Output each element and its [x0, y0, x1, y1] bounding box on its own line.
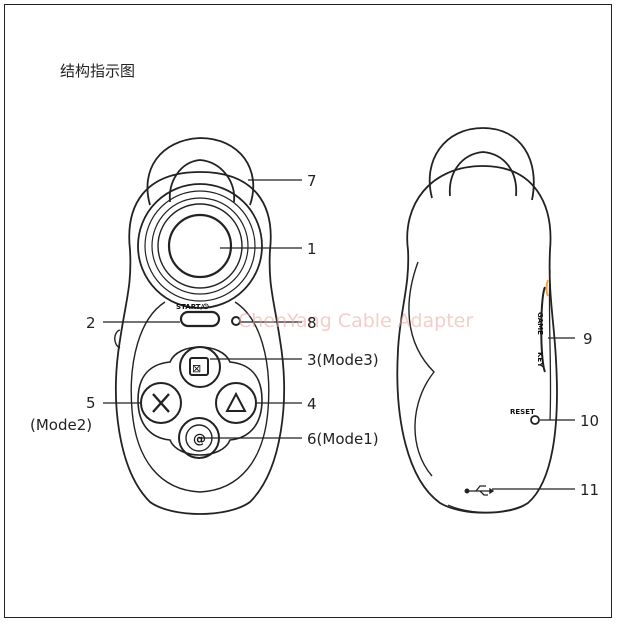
joystick: [137, 183, 263, 309]
callout-5-mode: (Mode2): [30, 416, 92, 434]
callout-9: 9: [583, 330, 593, 348]
top-button[interactable]: [179, 346, 221, 388]
callout-11: 11: [580, 481, 599, 499]
callout-8: 8: [307, 314, 317, 332]
callout-7: 7: [307, 172, 317, 190]
top-button-mark: ⊠: [192, 362, 201, 375]
bottom-button-mark: @: [193, 432, 206, 447]
callout-5: 5: [86, 394, 96, 412]
diagram-title: 结构指示图: [60, 62, 136, 80]
callout-10: 10: [580, 412, 599, 430]
game-label: GAME: [536, 312, 544, 335]
usb-icon: [464, 485, 495, 496]
reset-button[interactable]: [530, 415, 540, 425]
start-label: START/⏻: [176, 303, 209, 311]
watermark-text: ChenYang Cable Adapter: [238, 310, 473, 332]
callout-3: 3(Mode3): [307, 351, 379, 369]
callout-2: 2: [86, 314, 96, 332]
back-accent-mark: [545, 279, 549, 297]
callout-6: 6(Mode1): [307, 430, 379, 448]
front-body-outline: [115, 171, 285, 515]
triangle-button[interactable]: [215, 382, 257, 424]
callout-4: 4: [307, 395, 317, 413]
front-hanging-loop: [146, 137, 255, 206]
back-view: [396, 127, 558, 514]
diagram-frame: [4, 4, 612, 618]
key-label: KEY: [536, 352, 544, 368]
led-indicator: [231, 316, 241, 326]
callout-1: 1: [307, 240, 317, 258]
back-hanging-loop: [428, 127, 535, 201]
leader-lines: [103, 179, 575, 490]
reset-label: RESET: [510, 408, 535, 416]
start-button[interactable]: [179, 310, 221, 328]
